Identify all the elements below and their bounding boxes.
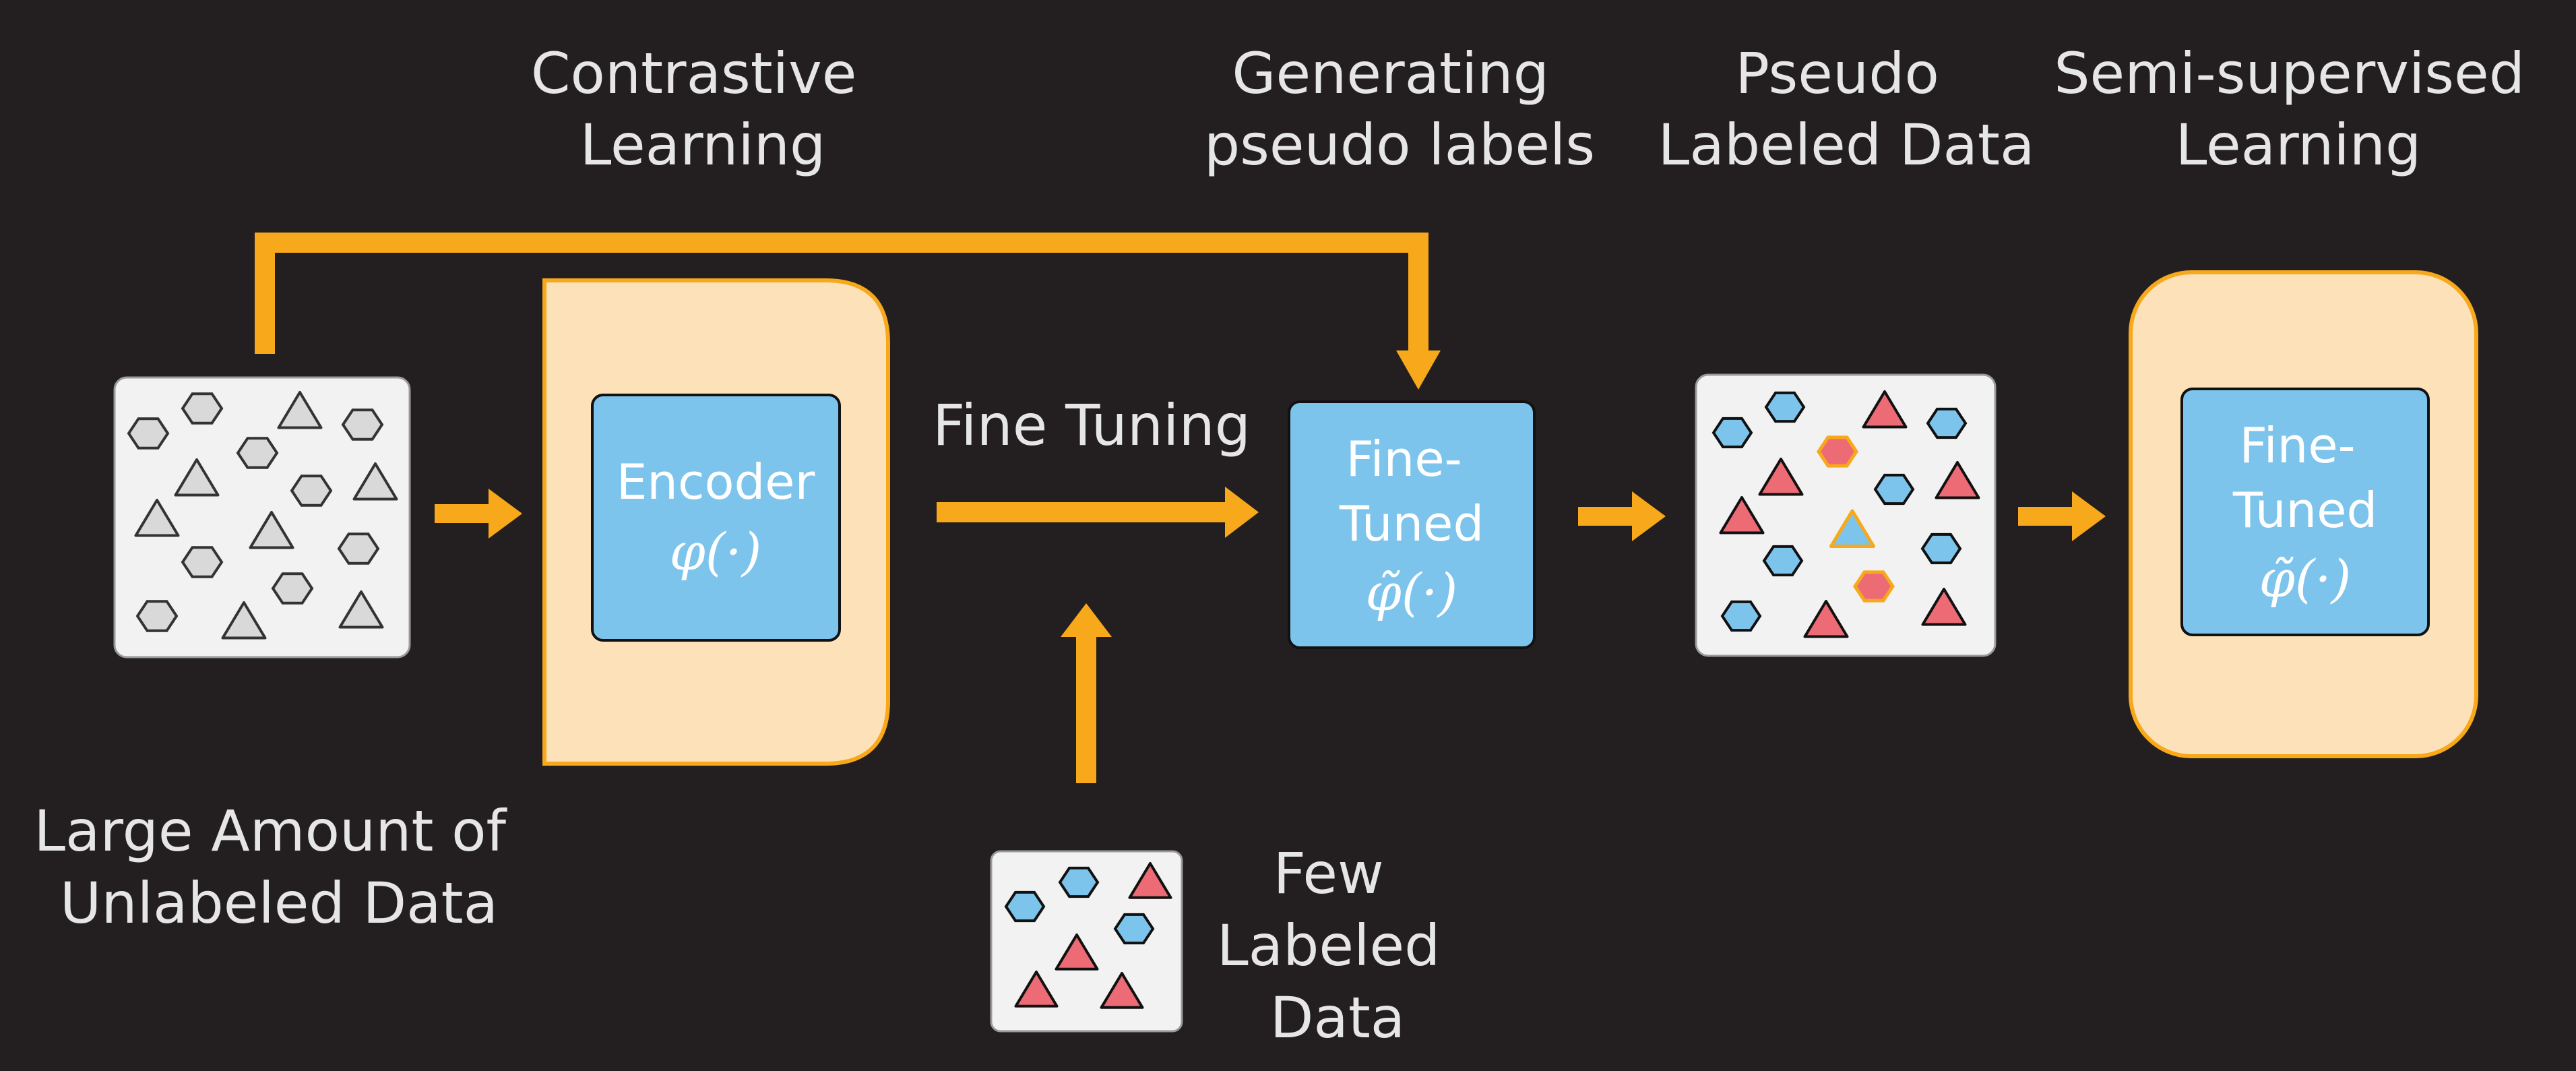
semi-supervised-title: Semi-supervised Learning xyxy=(2054,40,2543,178)
triangle-icon xyxy=(1055,934,1099,971)
triangle-icon xyxy=(352,462,398,501)
encoder-func: φ(·) xyxy=(670,522,762,582)
skip-arrow-line xyxy=(255,233,1428,354)
pseudo-labeled-shapes xyxy=(1711,390,1980,638)
triangle-icon xyxy=(277,391,323,429)
arrow-to-pseudo-data xyxy=(1578,491,1666,541)
triangle-icon xyxy=(1803,600,1849,638)
hexagon-icon xyxy=(1004,890,1046,923)
fine-tuning-label: Fine Tuning xyxy=(933,392,1251,458)
generating-title: Generating pseudo labels xyxy=(1204,40,1595,178)
hexagon-icon xyxy=(271,572,314,605)
unlabeled-data-panel xyxy=(113,376,411,659)
triangle-icon xyxy=(249,511,294,549)
triangle-icon xyxy=(1829,509,1875,548)
unlabeled-shapes xyxy=(127,391,398,640)
hexagon-icon xyxy=(1058,866,1100,898)
fine-tuned-func: φ̃(·) xyxy=(1366,562,1458,622)
triangle-icon xyxy=(1100,972,1144,1009)
hexagon-icon xyxy=(1113,913,1155,945)
hexagon-icon xyxy=(1762,545,1804,577)
fine-tuned-box xyxy=(1288,400,1536,649)
hexagon-icon xyxy=(1764,391,1806,423)
hexagon-icon xyxy=(337,532,380,565)
fine-tuning-arrow xyxy=(937,487,1259,538)
semi-fine-tuned-func: φ̃(·) xyxy=(2259,549,2352,609)
hexagon-icon xyxy=(1711,417,1753,449)
hexagon-icon xyxy=(1852,570,1895,603)
unlabeled-data-label: Large Amount of Unlabeled Data xyxy=(34,798,524,936)
hexagon-icon xyxy=(1720,600,1762,632)
semi-fine-tuned-box xyxy=(2180,388,2430,636)
pseudo-labeled-panel xyxy=(1695,373,1997,657)
few-labeled-shapes xyxy=(1004,862,1172,1009)
arrow-to-encoder xyxy=(435,489,522,539)
hexagon-icon xyxy=(1926,407,1968,439)
few-labeled-label: Few Labeled Data xyxy=(1217,840,1458,1051)
arrow-to-semi xyxy=(2018,491,2106,541)
fine-tuned-label: Fine- Tuned xyxy=(1339,431,1484,552)
hexagon-icon xyxy=(1920,532,1962,565)
hexagon-icon xyxy=(1873,473,1915,506)
pseudo-data-title: Pseudo Labeled Data xyxy=(1658,40,2035,178)
few-labeled-arrow xyxy=(1061,603,1112,783)
hexagon-icon xyxy=(341,408,384,441)
hexagon-icon xyxy=(181,392,224,425)
triangle-icon xyxy=(1921,588,1967,626)
triangle-icon xyxy=(1935,461,1980,499)
hexagon-icon xyxy=(236,437,279,469)
skip-arrow-head xyxy=(1396,350,1441,390)
triangle-icon xyxy=(174,458,220,497)
hexagon-icon xyxy=(135,600,179,632)
triangle-icon xyxy=(134,499,180,537)
triangle-icon xyxy=(1719,496,1765,534)
encoder-label: Encoder xyxy=(617,454,815,510)
semi-fine-tuned-label: Fine- Tuned xyxy=(2232,417,2377,539)
hexagon-icon xyxy=(1816,435,1859,468)
encoder-box xyxy=(591,394,841,642)
hexagon-icon xyxy=(181,546,224,578)
triangle-icon xyxy=(338,590,384,629)
triangle-icon xyxy=(1758,458,1804,496)
triangle-icon xyxy=(1128,862,1172,899)
triangle-icon xyxy=(1014,971,1059,1008)
hexagon-icon xyxy=(127,417,170,450)
contrastive-title: Contrastive Learning xyxy=(531,40,875,178)
hexagon-icon xyxy=(290,475,333,507)
triangle-icon xyxy=(1862,390,1908,429)
triangle-icon xyxy=(221,601,267,640)
